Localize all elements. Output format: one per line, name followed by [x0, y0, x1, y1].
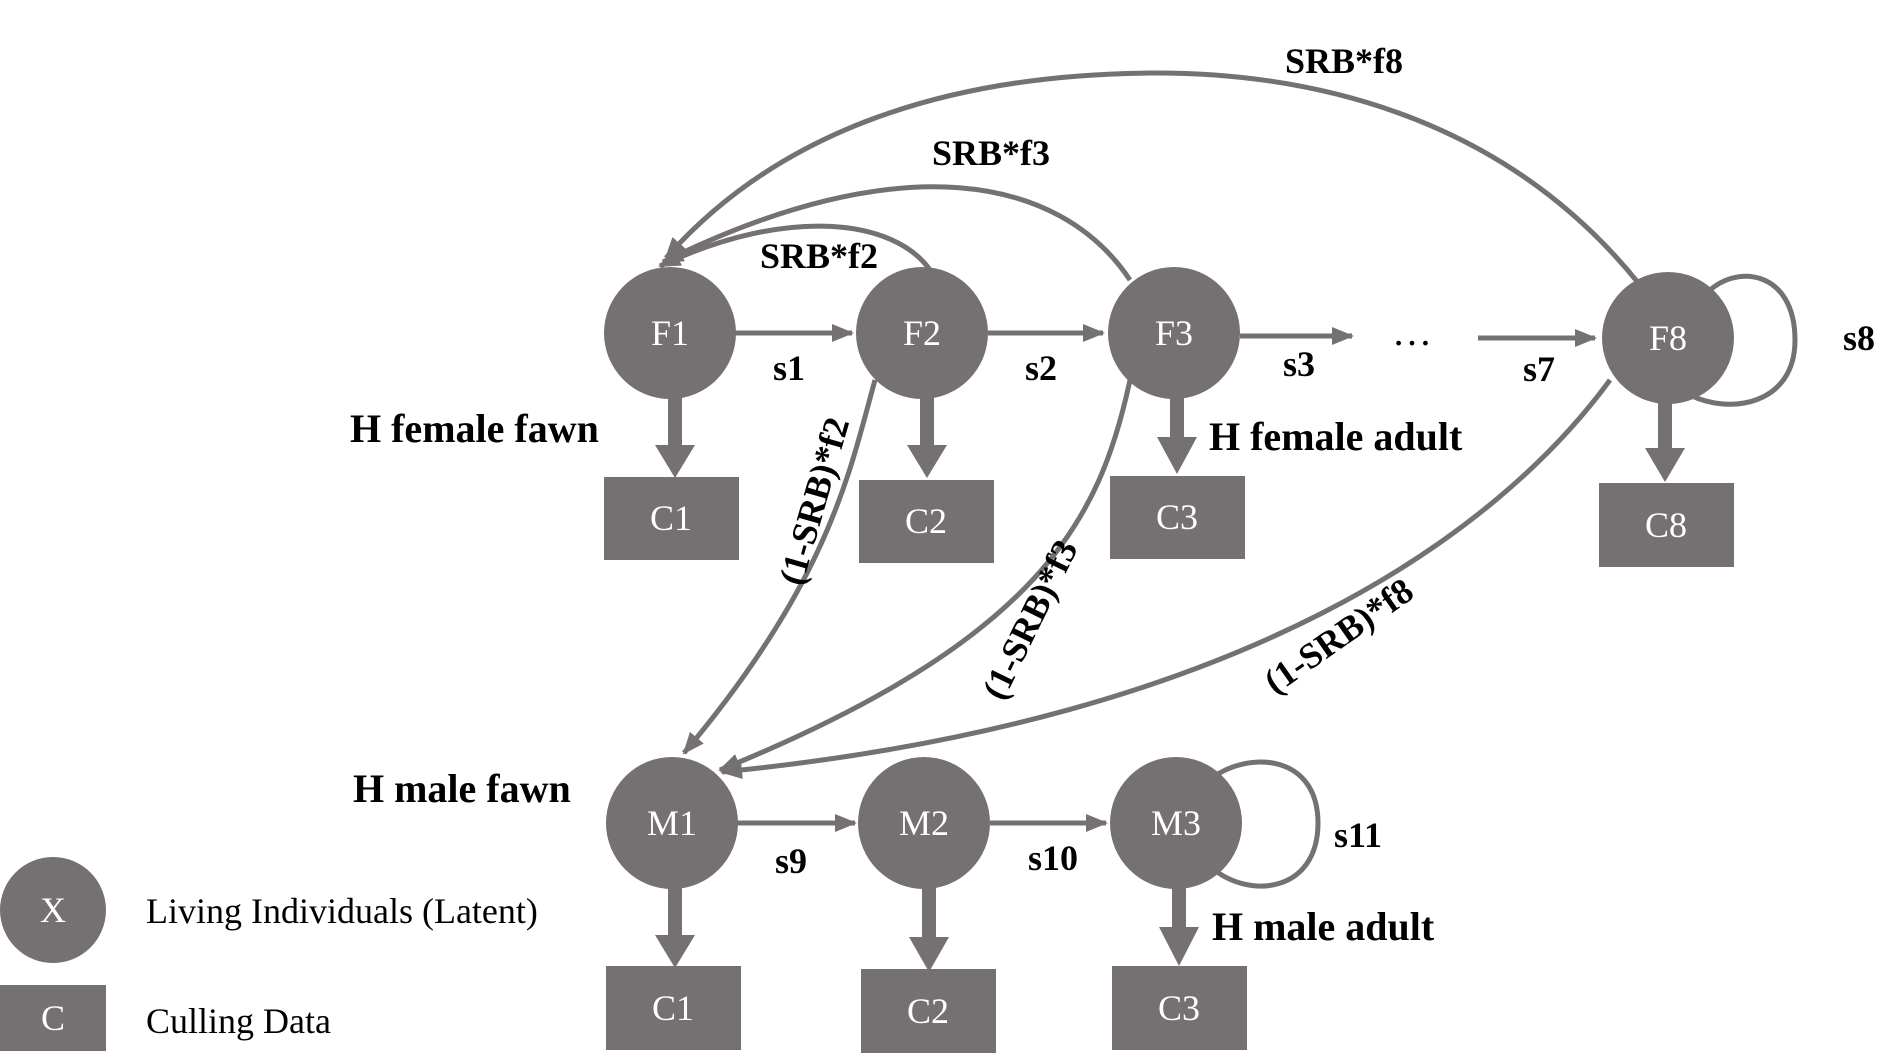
label-one-minus-srb-f8: (1-SRB)*f8 [1257, 570, 1421, 701]
label-s1: s1 [773, 348, 805, 388]
cull-box-f1: C1 [604, 477, 739, 560]
node-f2: F2 [856, 267, 988, 399]
cull-box-m3: C3 [1112, 966, 1247, 1050]
arrow-f2-f1-srb [658, 223, 933, 272]
cull-box-f2: C2 [859, 480, 994, 563]
cull-arrow-f3 [1157, 395, 1197, 474]
cull-box-m2-label: C2 [907, 991, 949, 1031]
node-f3: F3 [1108, 267, 1240, 399]
label-s3: s3 [1283, 344, 1315, 384]
arrow-f3-f1-srb [661, 184, 1133, 282]
arrow-f8-f1-srb [664, 70, 1642, 287]
legend-square-symbol: C [41, 998, 65, 1038]
node-m2: M2 [858, 757, 990, 889]
female-transition-arrows [735, 324, 1597, 347]
label-h-female-adult: H female adult [1209, 414, 1463, 459]
label-s9: s9 [775, 841, 807, 881]
cull-arrow-f1 [655, 395, 695, 478]
loop-m3-self [1210, 759, 1321, 889]
legend-circle-text: Living Individuals (Latent) [146, 891, 538, 931]
culling-arrows [655, 395, 1685, 972]
label-s11: s11 [1334, 815, 1382, 855]
label-s2: s2 [1025, 348, 1057, 388]
node-f1-label: F1 [651, 313, 689, 353]
node-f1: F1 [604, 267, 736, 399]
cull-box-f2-label: C2 [905, 501, 947, 541]
label-srb-f3: SRB*f3 [932, 133, 1050, 173]
label-h-male-adult: H male adult [1212, 904, 1435, 949]
cull-box-f3: C3 [1110, 476, 1245, 559]
node-m1-label: M1 [647, 803, 697, 843]
cull-arrow-m2 [909, 885, 949, 972]
legend-circle: X [0, 857, 106, 963]
cull-box-m1-label: C1 [652, 988, 694, 1028]
cull-box-f8: C8 [1599, 483, 1734, 567]
node-m2-label: M2 [899, 803, 949, 843]
label-h-female-fawn: H female fawn [350, 406, 599, 451]
legend-circle-symbol: X [40, 890, 66, 930]
cull-box-m2: C2 [861, 969, 996, 1053]
node-f8: F8 [1602, 272, 1734, 404]
cull-arrow-f2 [907, 395, 947, 478]
node-f3-label: F3 [1155, 313, 1193, 353]
cull-arrow-m3 [1159, 885, 1199, 966]
cull-box-m3-label: C3 [1158, 988, 1200, 1028]
legend-square: C [0, 985, 106, 1051]
cull-arrow-m1 [655, 885, 695, 968]
label-s8: s8 [1843, 318, 1875, 358]
cull-box-f3-label: C3 [1156, 497, 1198, 537]
node-m1: M1 [606, 757, 738, 889]
cull-box-m1: C1 [606, 966, 741, 1050]
ellipsis: … [1392, 309, 1432, 354]
label-h-male-fawn: H male fawn [353, 766, 571, 811]
label-s7: s7 [1523, 349, 1555, 389]
node-f8-label: F8 [1649, 318, 1687, 358]
loop-f8-self [1688, 273, 1798, 407]
label-one-minus-srb-f2: (1-SRB)*f2 [771, 413, 857, 589]
label-srb-f8: SRB*f8 [1285, 41, 1403, 81]
arrow-f8-m1 [720, 378, 1613, 779]
male-fecundity-arrows [682, 378, 1613, 779]
female-fecundity-arrows [658, 70, 1642, 287]
node-m3-label: M3 [1151, 803, 1201, 843]
cull-arrow-f8 [1645, 398, 1685, 482]
legend: X Living Individuals (Latent) C Culling … [0, 857, 538, 1051]
cull-box-f1-label: C1 [650, 498, 692, 538]
arrow-f3-m1 [718, 379, 1133, 773]
node-f2-label: F2 [903, 313, 941, 353]
node-m3: M3 [1110, 757, 1242, 889]
label-s10: s10 [1028, 838, 1078, 878]
label-srb-f2: SRB*f2 [760, 236, 878, 276]
legend-square-text: Culling Data [146, 1001, 331, 1041]
cull-box-f8-label: C8 [1645, 505, 1687, 545]
arrow-f2-m1 [682, 379, 878, 755]
